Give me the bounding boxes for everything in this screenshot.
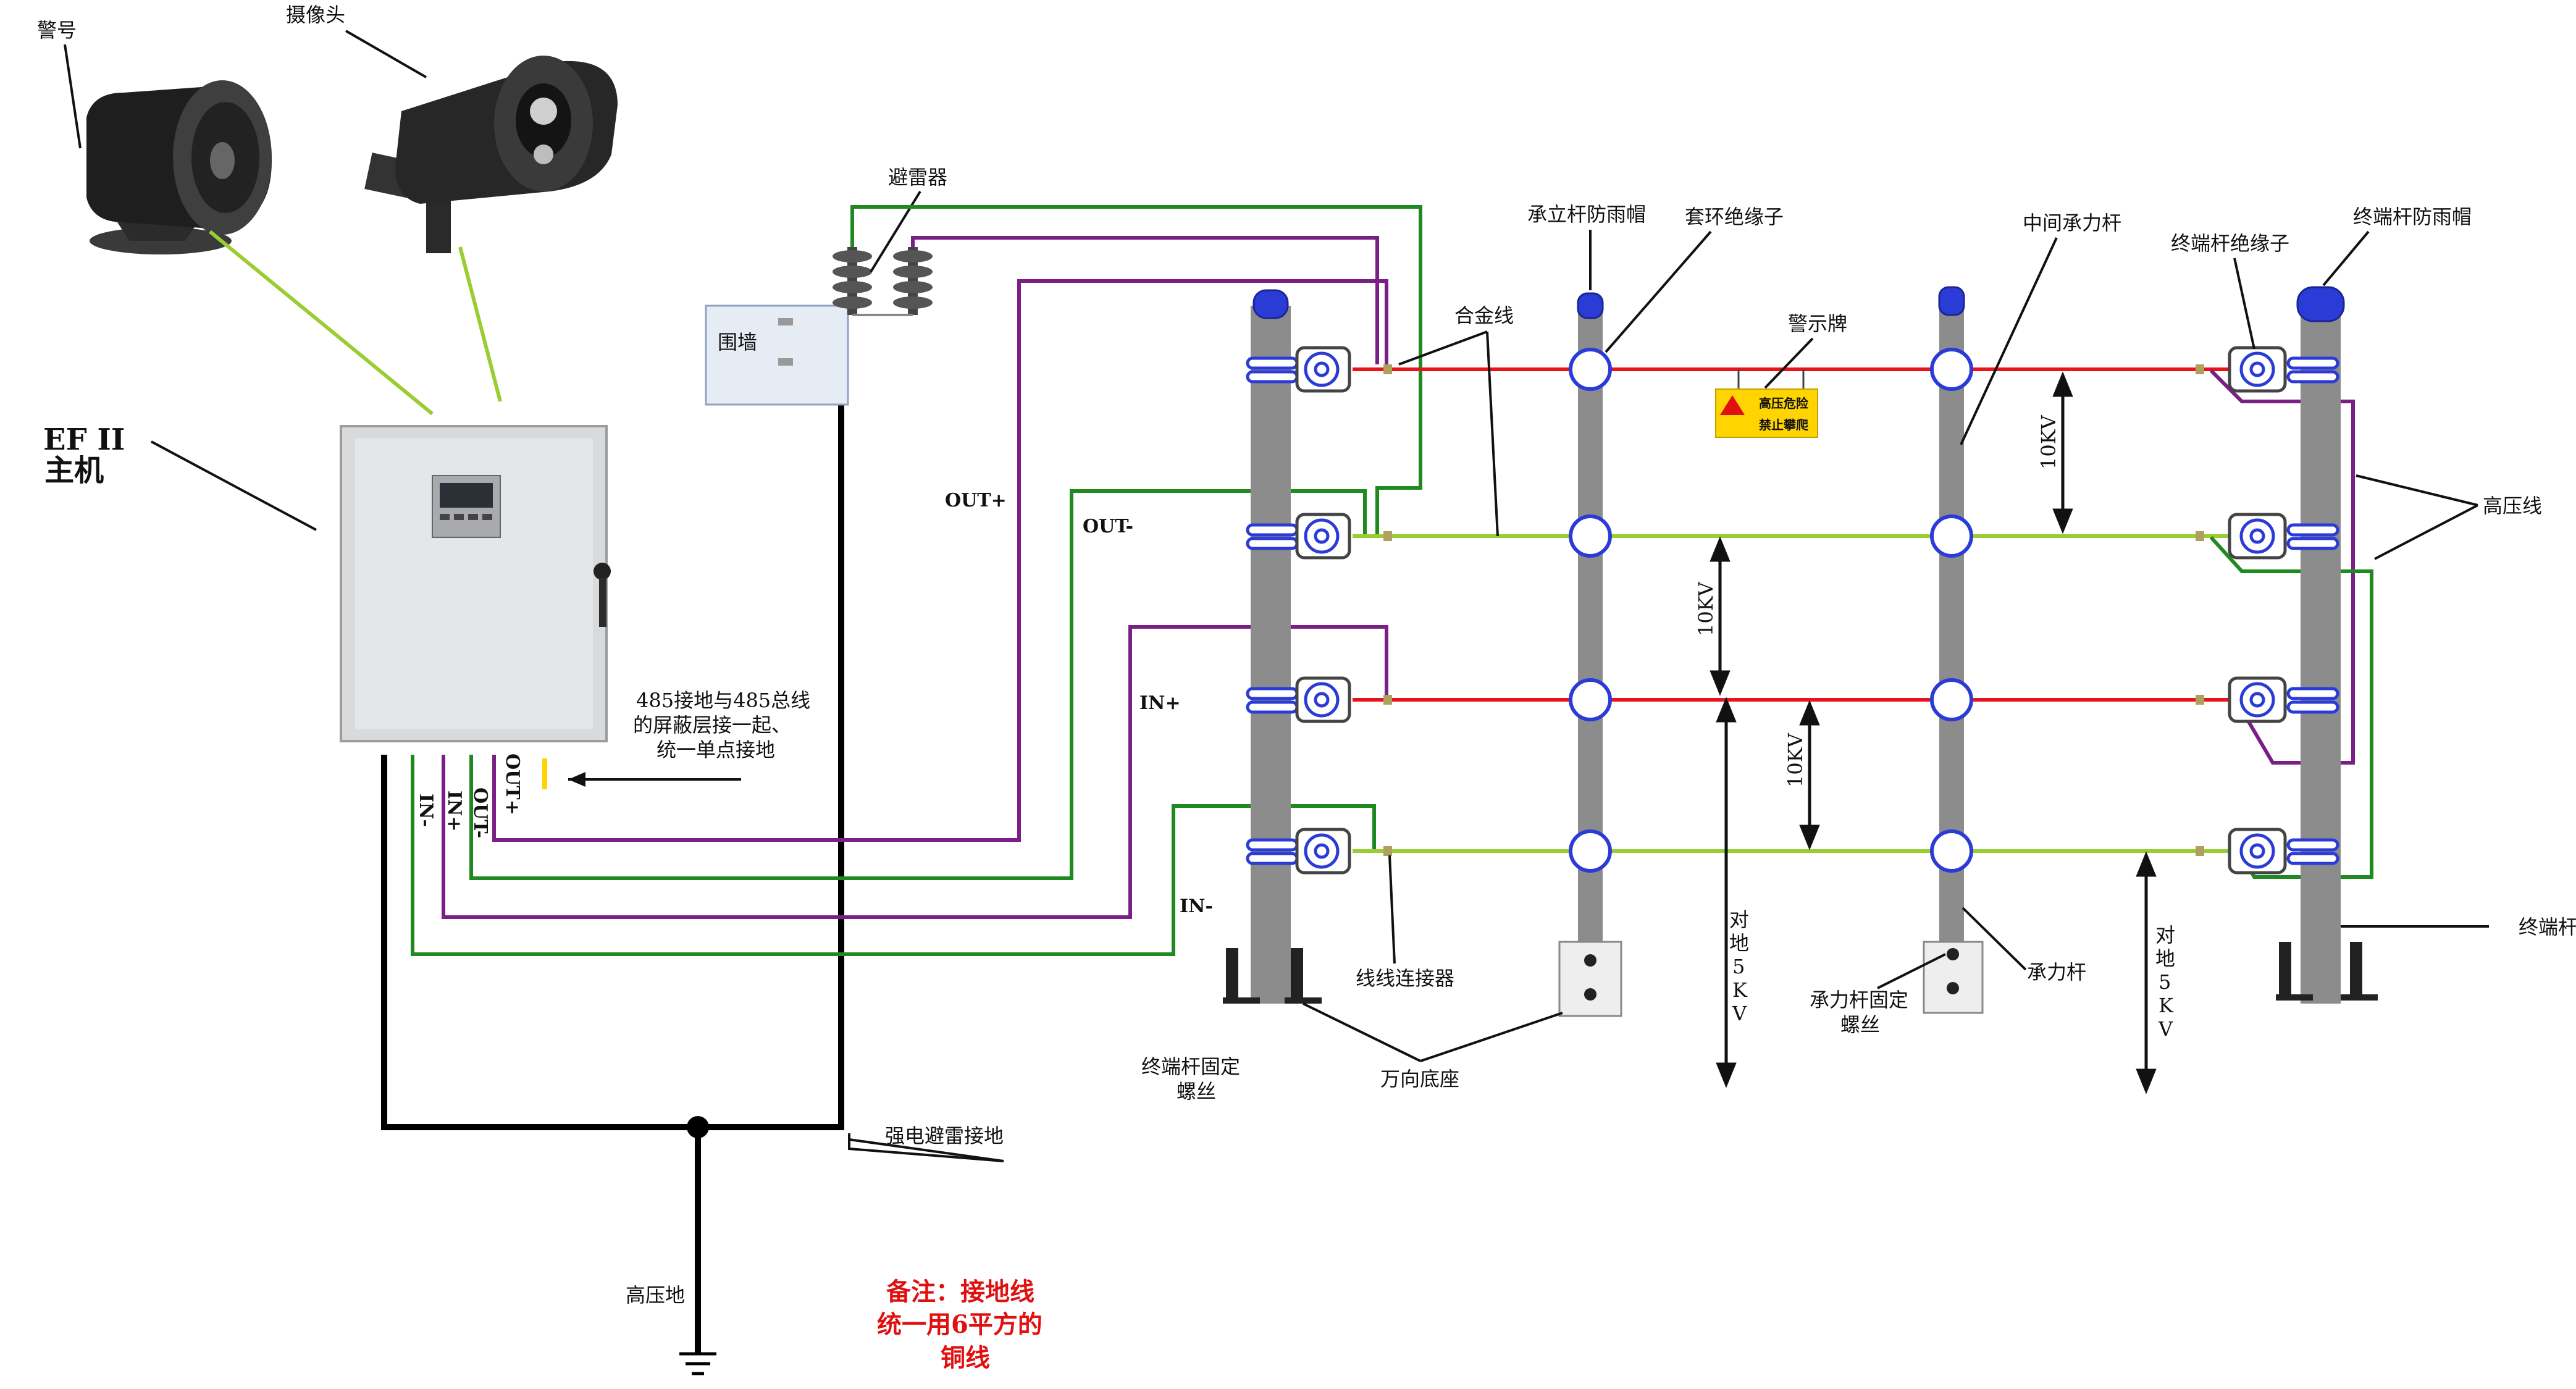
svg-text:对: 对 [1729, 908, 1749, 931]
out-minus-wire [469, 489, 1367, 880]
voltage-10kv-label-3: 10KV [1784, 732, 1807, 787]
terminal-in-minus: IN- [415, 794, 437, 827]
svg-text:V: V [1732, 1002, 1747, 1025]
svg-text:地: 地 [2155, 947, 2175, 970]
in-minus-wire [411, 755, 1376, 956]
host-controller-box [340, 425, 611, 742]
camera-icon [364, 56, 618, 253]
svg-text:地: 地 [1729, 931, 1749, 955]
middle-pole-label: 中间承力杆 [2023, 211, 2121, 235]
voltage-10kv-label-1: 10KV [2037, 414, 2060, 469]
voltage-arrows [1710, 371, 2157, 1094]
remark-line-3: 铜线 [941, 1343, 990, 1372]
svg-text:5: 5 [1732, 955, 1745, 978]
ground-5kv-label-right: 对 地 5 K V [2155, 923, 2175, 1041]
svg-text:V: V [2158, 1017, 2173, 1041]
high-voltage-wire-label: 高压线 [2483, 494, 2542, 518]
shield-ground-note-3: 统一单点接地 [657, 738, 775, 762]
terminal-in-plus: IN+ [443, 791, 465, 832]
out-plus-label: OUT+ [945, 490, 1007, 511]
support-pole-1 [1558, 292, 1622, 1017]
in-minus-label: IN- [1180, 896, 1213, 917]
strong-lightning-ground-label: 强电避雷接地 [885, 1124, 1004, 1148]
sign-line-1: 高压危险 [1759, 396, 1809, 411]
ground-symbol-icon [679, 1352, 716, 1375]
host-model-label: EF II [43, 422, 125, 457]
alarm-label: 警号 [37, 19, 77, 42]
end-insulators [2228, 346, 2339, 875]
svg-text:K: K [2159, 994, 2174, 1017]
sign-line-2: 禁止攀爬 [1759, 418, 1809, 432]
end-insulator-label: 终端杆绝缘子 [2171, 232, 2289, 255]
terminal-out-plus: OUT+ [501, 753, 523, 815]
remark-line-1: 备注：接地线 [886, 1277, 1034, 1306]
end-pole-screw-label-1: 终端杆固定 [1141, 1055, 1240, 1078]
wall-block [705, 304, 849, 406]
support-pole-label: 承力杆 [2027, 960, 2086, 984]
ground-5kv-label-left: 对 地 5 K V [1729, 908, 1749, 1025]
end-pole-label: 终端杆 [2519, 915, 2576, 939]
end-terminal-pole [2276, 286, 2378, 1004]
svg-text:对: 对 [2155, 923, 2175, 947]
start-insulators [1246, 346, 1351, 875]
alarm-horn-icon [86, 80, 272, 254]
svg-text:5: 5 [2159, 970, 2171, 994]
out-plus-wire [492, 279, 1388, 842]
end-pole-screw-label-2: 螺丝 [1177, 1080, 1216, 1103]
remark-line-2: 统一用6平方的 [877, 1310, 1043, 1339]
hv-ground-label: 高压地 [626, 1283, 685, 1307]
end-rain-cap-label: 终端杆防雨帽 [2353, 205, 2472, 229]
ring-insulators-pole-1 [1569, 348, 1612, 873]
out-minus-label: OUT- [1083, 516, 1133, 537]
ring-insulator-label: 套环绝缘子 [1685, 205, 1784, 229]
ring-insulators-middle-pole [1930, 348, 1973, 873]
middle-support-pole [1923, 286, 1984, 1014]
wire-connector-icons [1383, 364, 2204, 856]
in-plus-label: IN+ [1139, 692, 1181, 714]
lightning-arrester-label: 避雷器 [888, 166, 947, 189]
shield-ground-note-1: 485接地与485总线 [636, 689, 810, 712]
host-name-label: 主机 [44, 453, 104, 488]
alloy-wire-label: 合金线 [1454, 304, 1514, 327]
wall-label: 围墙 [718, 330, 757, 354]
in-plus-wire [442, 625, 1388, 919]
wire-connector-label: 线线连接器 [1356, 967, 1454, 990]
camera-label: 摄像头 [286, 3, 345, 27]
start-terminal-pole [1223, 289, 1322, 1004]
rain-cap-support-label: 承立杆防雨帽 [1527, 203, 1646, 226]
warning-sign [1715, 369, 1818, 438]
shield-ground-note-2: 的屏蔽层接一起、 [633, 713, 791, 737]
svg-text:K: K [1732, 978, 1748, 1002]
universal-base-label: 万向底座 [1380, 1067, 1459, 1091]
voltage-10kv-label-2: 10KV [1694, 581, 1718, 636]
support-pole-screw-label-2: 螺丝 [1840, 1013, 1880, 1036]
ground-wiring [381, 364, 844, 1353]
warning-sign-label: 警示牌 [1788, 312, 1847, 335]
support-pole-screw-label-1: 承力杆固定 [1810, 988, 1908, 1012]
lightning-arrester-icon [833, 247, 933, 316]
